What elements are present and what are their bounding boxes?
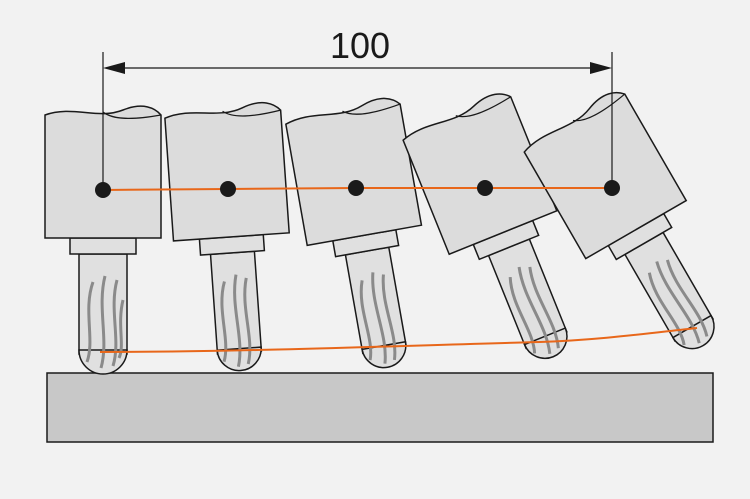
- tool-shank: [487, 238, 568, 360]
- tool-shank: [344, 246, 408, 369]
- tool-shank: [209, 250, 263, 372]
- tool-5: [523, 91, 715, 350]
- dimension-arrow-right-icon: [590, 62, 612, 74]
- tool-4: [402, 93, 568, 360]
- center-dot: [477, 180, 493, 196]
- dimension-label: 100: [329, 25, 391, 66]
- tool-shank: [623, 231, 715, 350]
- center-dot: [348, 180, 364, 196]
- tool-3: [285, 97, 423, 369]
- tool-collar: [69, 237, 137, 255]
- tool-holder: [164, 101, 291, 242]
- tool-tip-contact-path: [99, 327, 698, 353]
- tool-holder: [285, 97, 423, 247]
- tool-2: [164, 101, 291, 372]
- workpiece-block: [46, 372, 714, 443]
- dimension-arrow-left-icon: [103, 62, 125, 74]
- center-dot: [220, 181, 236, 197]
- tool-shank: [78, 253, 128, 375]
